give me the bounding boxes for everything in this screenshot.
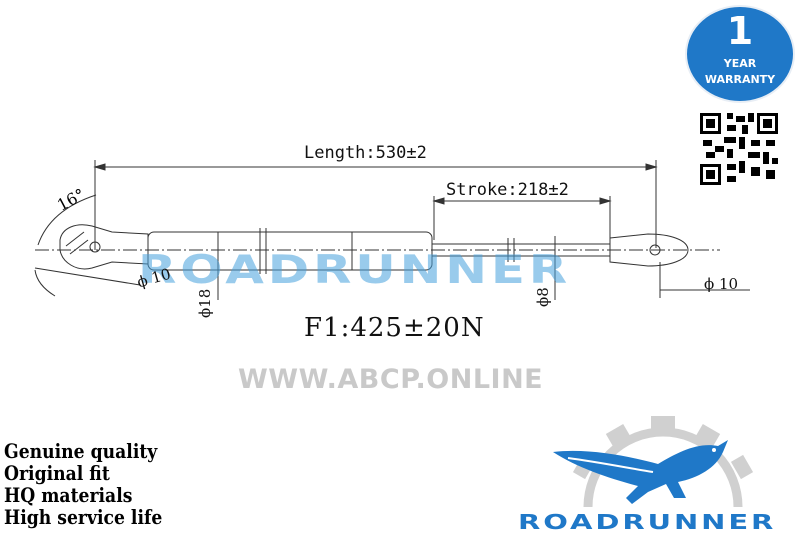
warranty-badge: 1 YEAR WARRANTY (685, 5, 795, 103)
warranty-line1: YEAR (723, 57, 757, 70)
force-label: F1:425±20N (304, 313, 485, 343)
qr-code-icon (700, 113, 778, 185)
gear-icon (583, 427, 743, 508)
length-label: Length:530±2 (304, 143, 427, 163)
rod-diameter-label: ϕ8 (534, 287, 552, 307)
body-diameter-label: ϕ18 (196, 288, 214, 318)
roadrunner-logo-icon (553, 416, 754, 508)
brand-name: ROADRUNNER (518, 510, 777, 534)
roadrunner-watermark: ROADRUNNER (138, 248, 572, 293)
stroke-label: Stroke:218±2 (446, 180, 569, 200)
feature-list: Genuine quality Original fit HQ material… (4, 440, 188, 528)
feature-item: Genuine quality (4, 439, 158, 463)
feature-item: High service life (4, 505, 163, 529)
website-text: WWW.ABCP.ONLINE (238, 364, 544, 395)
feature-item: HQ materials (4, 483, 133, 507)
warranty-number: 1 (726, 9, 754, 53)
warranty-line2: WARRANTY (704, 73, 776, 86)
feature-item: Original fit (4, 461, 110, 485)
right-diameter-label: ϕ 10 (704, 275, 739, 293)
